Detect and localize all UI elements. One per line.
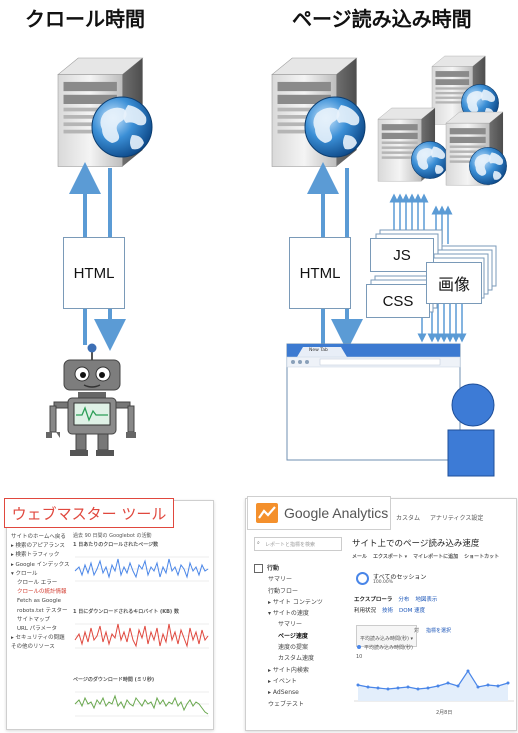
- resource-globe-icon-2: [411, 141, 449, 179]
- ga-subtabs: エクスプローラ 分布 地図表示: [354, 595, 437, 603]
- images-label-box: 画像: [426, 262, 482, 304]
- user-icon: [447, 383, 495, 477]
- google-analytics-logo: Google Analytics: [247, 496, 391, 530]
- ga-subtab-usage[interactable]: 利用状況: [354, 608, 377, 614]
- crawl-time-title: クロール時間: [25, 7, 145, 31]
- ga-report-search-input[interactable]: ⌕ レポートと指標を検索: [254, 537, 342, 551]
- ga-toolbar-export[interactable]: エクスポート ▾: [373, 554, 408, 560]
- googlebot-robot-icon: [46, 343, 136, 456]
- webmaster-nav-item-active[interactable]: クロールの統計情報: [17, 589, 67, 596]
- ga-search-placeholder: レポートと指標を検索: [265, 542, 316, 548]
- ga-nav-item[interactable]: ▸ サイト内検索: [268, 666, 309, 674]
- crawl-html-label: HTML: [73, 264, 115, 282]
- ga-subtab-dom[interactable]: DOM 速度: [399, 608, 426, 614]
- ga-nav-item[interactable]: サマリー: [268, 576, 293, 584]
- ga-nav-behavior[interactable]: 行動: [254, 563, 344, 574]
- ga-metric-picker[interactable]: 指標を選択: [426, 628, 452, 634]
- page-html-label-box: HTML: [289, 237, 351, 309]
- page-globe-main-icon: [304, 96, 366, 158]
- ga-toolbar-shortcut[interactable]: ショートカット: [464, 554, 500, 560]
- webmaster-tools-title: ウェブマスター ツール: [4, 498, 174, 528]
- css-label: CSS: [382, 292, 414, 310]
- ga-nav-item[interactable]: ウェブテスト: [268, 700, 305, 708]
- webmaster-tools-screenshot: サイトのホームへ戻る ▸ 検索のアピアランス ▸ 検索トラフィック ▸ Goog…: [6, 500, 214, 730]
- ga-tab[interactable]: カスタム: [396, 515, 421, 522]
- ga-subtab-map[interactable]: 地図表示: [415, 597, 438, 603]
- webmaster-nav-item[interactable]: サイトマップ: [17, 616, 51, 623]
- webmaster-crawl-pages-chart: [71, 549, 209, 591]
- ga-metric-select-label: 平均読み込み時間(秒) ▾: [360, 636, 414, 642]
- webmaster-tools-title-text: ウェブマスター ツール: [11, 504, 167, 523]
- ga-nav-item[interactable]: サマリー: [278, 621, 303, 629]
- crawl-globe-icon: [91, 96, 153, 158]
- ga-nav-item[interactable]: ▸ イベント: [268, 677, 297, 685]
- webmaster-nav-item[interactable]: robots.txt テスター: [17, 607, 68, 614]
- ga-brand-text: Google Analytics: [284, 505, 389, 521]
- ga-series-legend: 平均読み込み時間(秒): [364, 645, 413, 651]
- webmaster-nav-item[interactable]: ▸ セキュリティの問題: [11, 635, 65, 642]
- webmaster-nav-item[interactable]: ▸ Google インデックス: [11, 561, 70, 568]
- webmaster-download-kb-chart: [71, 616, 209, 658]
- webmaster-chart-title: ページのダウンロード時間 (ミリ秒): [73, 677, 155, 683]
- ga-report-title: サイト上でのページ読み込み速度: [352, 539, 480, 549]
- ga-nav-item[interactable]: ▸ AdSense: [268, 689, 299, 697]
- page-html-label: HTML: [299, 264, 341, 282]
- ga-metric-vs: 対: [414, 628, 420, 634]
- ga-nav-label: 行動: [267, 565, 280, 572]
- webmaster-nav-item[interactable]: クロール エラー: [17, 580, 58, 587]
- webmaster-report-header: 過去 90 日間の Googlebot の活動: [73, 533, 152, 539]
- browser-window: [286, 343, 461, 461]
- webmaster-nav-item[interactable]: その他のリソース: [11, 644, 55, 651]
- ga-nav-item[interactable]: ▾ サイトの速度: [268, 610, 309, 618]
- ga-nav-item[interactable]: ▸ サイト コンテンツ: [268, 598, 323, 606]
- google-analytics-screenshot: カスタム アナリティクス設定 ⌕ レポートと指標を検索 行動 サマリー 行動フロ…: [245, 498, 517, 731]
- ga-sidebar: 行動 サマリー 行動フロー ▸ サイト コンテンツ ▾ サイトの速度 サマリー …: [254, 563, 344, 710]
- ga-subtabs-secondary: 利用状況 技術 DOM 速度: [354, 606, 425, 614]
- webmaster-chart-title: 1 日にダウンロードされるキロバイト (KB) 数: [73, 609, 179, 615]
- js-label: JS: [393, 246, 411, 264]
- page-load-time-title: ページ読み込み時間: [292, 7, 472, 31]
- ga-segment-circle-icon[interactable]: [356, 572, 369, 585]
- webmaster-nav-item[interactable]: ▾ クロール: [11, 570, 38, 577]
- browser-tab-label: New Tab: [309, 348, 328, 353]
- webmaster-nav-item[interactable]: Fetch as Google: [17, 598, 62, 605]
- ga-metric-select[interactable]: 平均読み込み時間(秒) ▾: [356, 625, 418, 647]
- ga-toolbar-add-report[interactable]: マイレポートに追加: [413, 554, 459, 560]
- ga-subtab-tech[interactable]: 技術: [382, 608, 394, 614]
- webmaster-nav-item[interactable]: URL パラメータ: [17, 626, 57, 633]
- ga-toolbar-email[interactable]: メール: [352, 554, 368, 560]
- ga-logo-icon: [256, 503, 278, 523]
- ga-tab[interactable]: アナリティクス設定: [430, 515, 484, 522]
- webmaster-download-time-chart: [71, 684, 209, 722]
- ga-nav-item[interactable]: カスタム速度: [278, 655, 315, 663]
- webmaster-nav-item[interactable]: ▸ 検索のアピアランス: [11, 543, 65, 550]
- resource-globe-icon-3: [469, 147, 507, 185]
- webmaster-nav-item[interactable]: ▸ 検索トラフィック: [11, 552, 60, 559]
- ga-subtab-explorer[interactable]: エクスプローラ: [354, 597, 393, 603]
- images-label: 画像: [437, 277, 470, 294]
- css-label-box: CSS: [366, 284, 430, 318]
- crawl-html-label-box: HTML: [63, 237, 125, 309]
- webmaster-nav-item[interactable]: サイトのホームへ戻る: [11, 534, 66, 540]
- ga-nav-item[interactable]: 行動フロー: [268, 587, 299, 595]
- ga-series-dot: [357, 645, 361, 649]
- ga-top-tabs: カスタム アナリティクス設定: [396, 513, 483, 522]
- ga-segment-label: すべてのセッション: [373, 574, 427, 581]
- ga-y-tick: 10: [356, 654, 363, 660]
- ga-behavior-icon: [254, 564, 263, 573]
- js-label-box: JS: [370, 238, 434, 272]
- ga-load-time-chart: [354, 669, 514, 702]
- ga-subtab-distribution[interactable]: 分布: [398, 597, 410, 603]
- ga-x-tick: 2月8日: [436, 710, 453, 716]
- webmaster-sidebar: サイトのホームへ戻る ▸ 検索のアピアランス ▸ 検索トラフィック ▸ Goog…: [11, 533, 70, 653]
- ga-report-toolbar: メール エクスポート ▾ マイレポートに追加 ショートカット: [352, 553, 499, 560]
- webmaster-chart-title: 1 日あたりのクロールされたページ数: [73, 542, 159, 548]
- ga-search-icon: ⌕: [257, 540, 260, 546]
- ga-nav-item[interactable]: 速度の提案: [278, 644, 309, 652]
- ga-nav-item-active[interactable]: ページ速度: [278, 632, 308, 640]
- ga-segment-percent: 100.00%: [373, 580, 394, 585]
